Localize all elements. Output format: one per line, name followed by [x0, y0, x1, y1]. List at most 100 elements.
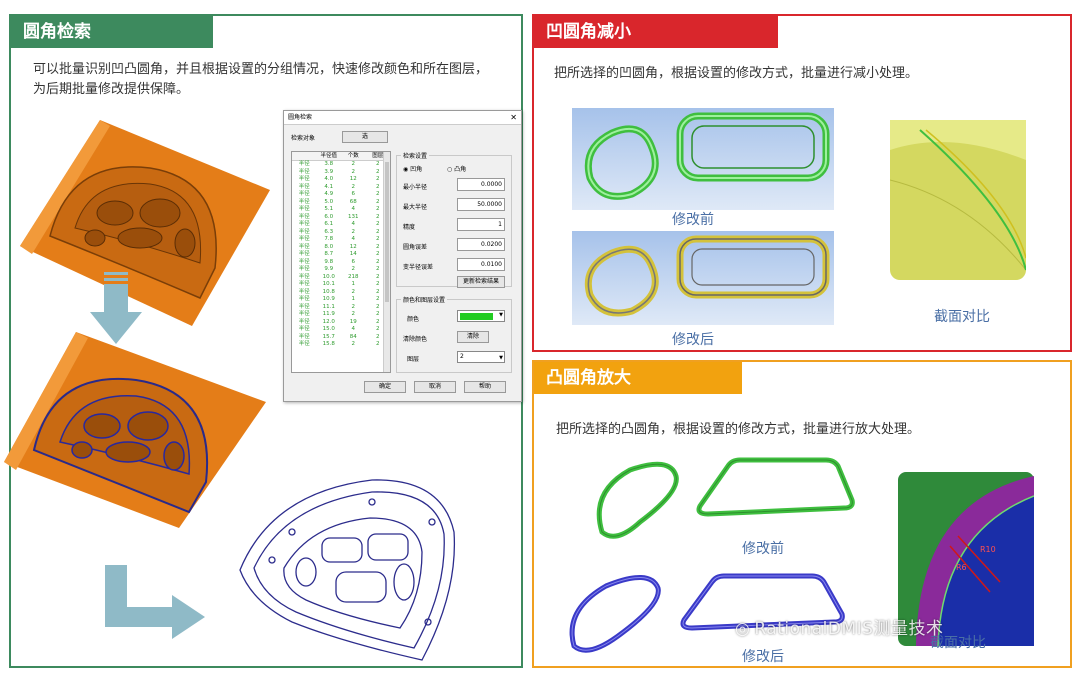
table-cell: 2	[376, 296, 380, 302]
table-cell: 半径	[298, 326, 310, 332]
clear-color-button[interactable]: 清除	[457, 331, 489, 343]
table-cell: 2	[376, 176, 380, 182]
layer-select[interactable]: 2 ▼	[457, 351, 505, 363]
table-cell: 6	[351, 258, 356, 265]
table-cell: 6.3	[324, 228, 334, 235]
caption-section: 截面对比	[930, 635, 986, 651]
table-cell: 半径	[298, 206, 310, 212]
table-cell: 19	[349, 318, 357, 325]
table-cell: 2	[376, 236, 380, 242]
table-cell: 3.8	[324, 161, 334, 167]
search-settings-title: 检索设置	[401, 151, 430, 160]
table-header-cell: 半径值	[320, 153, 337, 159]
table-cell: 半径	[298, 266, 310, 272]
color-label: 颜色	[407, 316, 420, 323]
table-cell: 2	[376, 213, 380, 220]
table-cell: 2	[351, 266, 356, 272]
table-cell: 8.7	[324, 251, 334, 257]
panel-description: 可以批量识别凹凸圆角，并且根据设置的分组情况，快速修改颜色和所在图层，为后期批量…	[33, 62, 489, 97]
max-radius-input[interactable]: 50.0000	[457, 198, 505, 211]
table-cell: 14	[349, 251, 357, 257]
table-cell: 半径	[298, 296, 310, 302]
color-picker[interactable]: ▼	[457, 310, 505, 322]
fillet-tolerance-label: 圆角误差	[403, 244, 428, 251]
table-cell: 4.0	[324, 176, 334, 182]
update-results-button[interactable]: 更新检索结果	[457, 276, 505, 288]
table-cell: 2	[351, 168, 356, 175]
table-cell: 84	[349, 333, 357, 340]
table-cell: 2	[351, 341, 356, 347]
layer-value: 2	[460, 353, 464, 360]
table-cell: 4.1	[324, 183, 334, 190]
table-cell: 2	[351, 183, 356, 190]
table-cell: 2	[376, 198, 380, 205]
radio-concave[interactable]: ◉ 凹角	[403, 166, 423, 173]
table-cell: 半径	[298, 236, 310, 242]
convex-after-image	[569, 573, 845, 653]
help-button[interactable]: 帮助	[464, 381, 506, 393]
table-cell: 2	[376, 303, 380, 310]
table-cell: 半径	[298, 258, 310, 265]
caption-after: 修改后	[672, 332, 714, 348]
table-scrollbar[interactable]	[383, 152, 390, 372]
table-cell: 半径	[298, 341, 310, 347]
table-cell: 半径	[298, 191, 310, 197]
caption-before: 修改前	[672, 212, 714, 228]
fillet-tolerance-input[interactable]: 0.0200	[457, 238, 505, 251]
ok-button[interactable]: 确定	[364, 381, 406, 393]
right-arrow-icon	[105, 565, 205, 639]
table-cell: 10.0	[322, 273, 335, 280]
table-cell: 2	[376, 183, 380, 190]
cancel-button[interactable]: 取消	[414, 381, 456, 393]
table-cell: 半径	[298, 251, 310, 257]
panel-title: 凹圆角减小	[534, 16, 778, 48]
table-cell: 9.9	[324, 266, 334, 272]
variable-radius-input[interactable]: 0.0100	[457, 258, 505, 271]
table-cell: 半径	[298, 213, 310, 220]
table-cell: 2	[351, 228, 356, 235]
table-cell: 半径	[298, 281, 310, 287]
layer-label: 图层	[407, 356, 420, 363]
color-swatch	[460, 313, 493, 320]
precision-input[interactable]: 1	[457, 218, 505, 231]
radio-convex[interactable]: ○ 凸角	[447, 166, 467, 173]
min-radius-input[interactable]: 0.0000	[457, 178, 505, 191]
hood-model-image-top	[20, 120, 270, 326]
table-cell: 11.1	[322, 303, 335, 310]
table-cell: 10.9	[322, 296, 335, 302]
table-cell: 12.0	[322, 318, 335, 325]
table-cell: 2	[351, 161, 356, 167]
close-icon[interactable]: ✕	[510, 113, 517, 122]
select-object-button[interactable]: 选	[342, 131, 388, 143]
down-arrow-icon	[90, 272, 142, 344]
panel-description: 把所选择的凸圆角，根据设置的修改方式，批量进行放大处理。	[556, 422, 921, 437]
hood-wireframe-image	[239, 479, 456, 661]
table-cell: 5.0	[324, 198, 334, 205]
